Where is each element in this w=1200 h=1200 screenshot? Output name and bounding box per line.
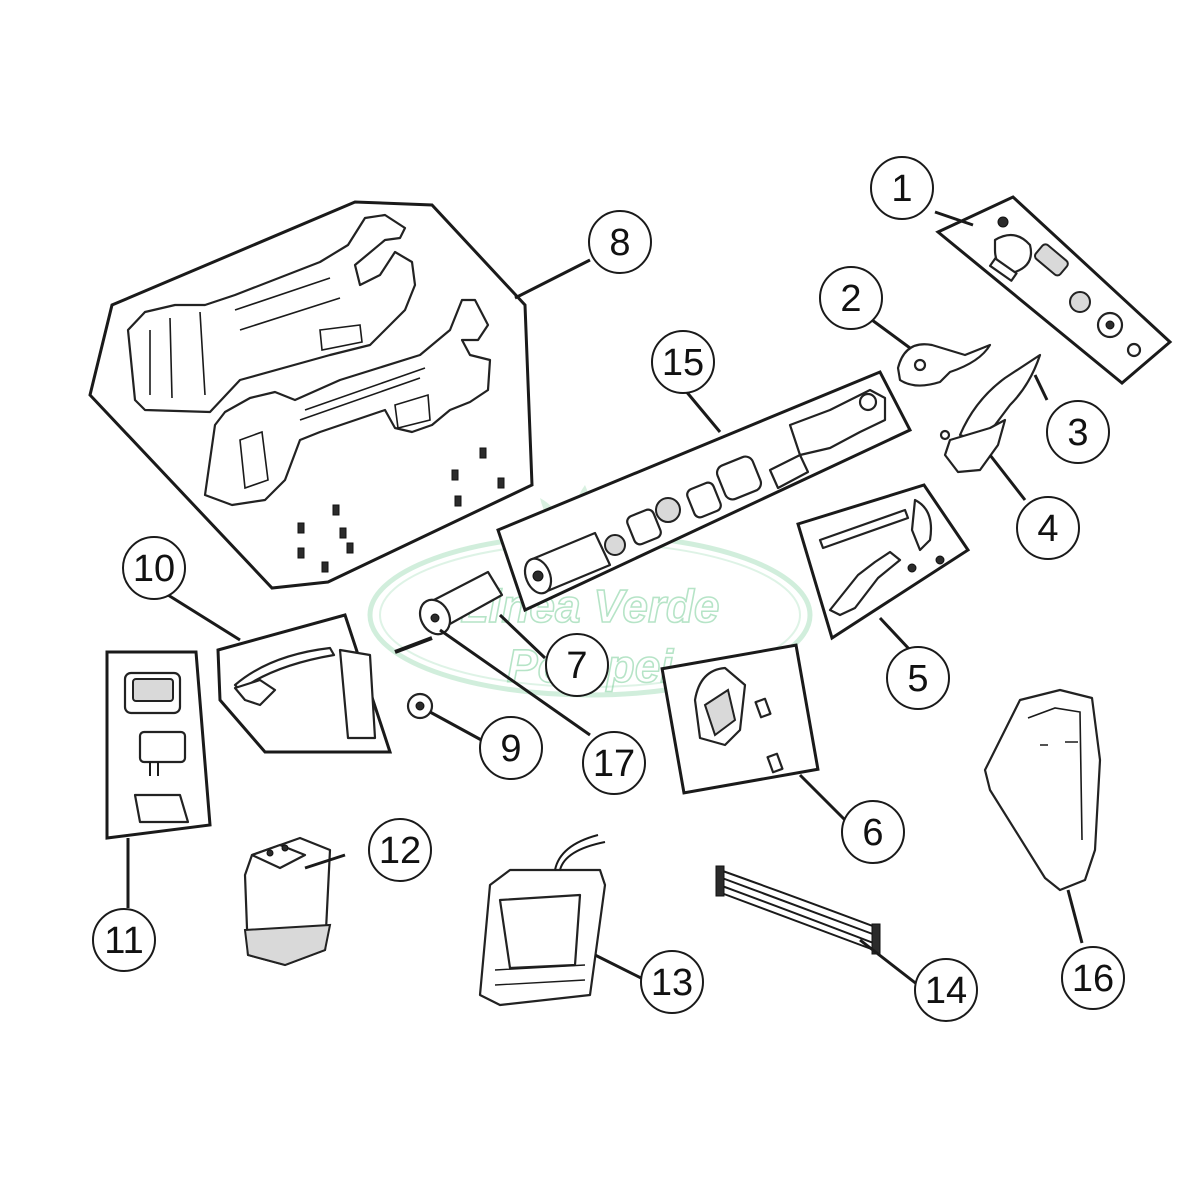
callout-12: 12 <box>368 818 432 882</box>
callout-8-label: 8 <box>609 222 630 264</box>
leader-lines <box>126 210 1084 987</box>
part-14-cable <box>715 865 881 955</box>
part-4-holder <box>939 418 1007 474</box>
part-16-holster <box>983 688 1102 892</box>
part-12-battery <box>243 836 332 967</box>
callout-9-label: 9 <box>500 728 521 770</box>
callout-8: 8 <box>588 210 652 274</box>
callout-16: 16 <box>1061 946 1125 1010</box>
part-1-kit-group <box>935 195 1173 385</box>
callout-9: 9 <box>479 716 543 780</box>
callout-1: 1 <box>870 156 934 220</box>
callout-7: 7 <box>545 633 609 697</box>
housing-screws <box>297 447 505 573</box>
callout-10: 10 <box>122 536 186 600</box>
part-13-charger <box>478 834 607 1007</box>
callout-6-label: 6 <box>862 812 883 854</box>
part-15-drive-group <box>496 370 913 613</box>
callout-5-label: 5 <box>907 658 928 700</box>
callout-7-label: 7 <box>566 645 587 687</box>
callout-11: 11 <box>92 908 156 972</box>
callout-13-label: 13 <box>651 962 693 1004</box>
callout-3-label: 3 <box>1067 412 1088 454</box>
callout-14: 14 <box>914 958 978 1022</box>
part-6-group <box>660 643 820 795</box>
part-8-housing-group <box>88 200 534 590</box>
callout-3: 3 <box>1046 400 1110 464</box>
part-10-group <box>216 613 393 754</box>
callout-16-label: 16 <box>1072 958 1114 1000</box>
gear-stages <box>604 453 810 556</box>
callout-5: 5 <box>886 646 950 710</box>
callout-17: 17 <box>582 731 646 795</box>
part-2-blade <box>896 343 992 387</box>
callout-2-label: 2 <box>840 278 861 320</box>
callout-12-label: 12 <box>379 830 421 872</box>
part-5-trigger-group <box>796 483 971 641</box>
callout-15: 15 <box>651 330 715 394</box>
part-11-group <box>105 650 212 840</box>
callout-13: 13 <box>640 950 704 1014</box>
callout-4-label: 4 <box>1037 508 1058 550</box>
callout-6: 6 <box>841 800 905 864</box>
watermark-line1: Linea Verde <box>460 580 719 632</box>
callout-10-label: 10 <box>133 548 175 590</box>
housing-shell-lower <box>203 298 492 507</box>
callout-17-label: 17 <box>593 743 635 785</box>
callout-15-label: 15 <box>662 342 704 384</box>
callout-2: 2 <box>819 266 883 330</box>
callout-4: 4 <box>1016 496 1080 560</box>
callout-14-label: 14 <box>925 970 967 1012</box>
housing-shell-upper <box>126 213 417 414</box>
callout-11-label: 11 <box>104 920 143 962</box>
part-3-blade <box>958 353 1042 442</box>
part-17-rod <box>394 636 433 654</box>
part-9-knob <box>406 692 434 720</box>
callout-1-label: 1 <box>891 168 912 210</box>
